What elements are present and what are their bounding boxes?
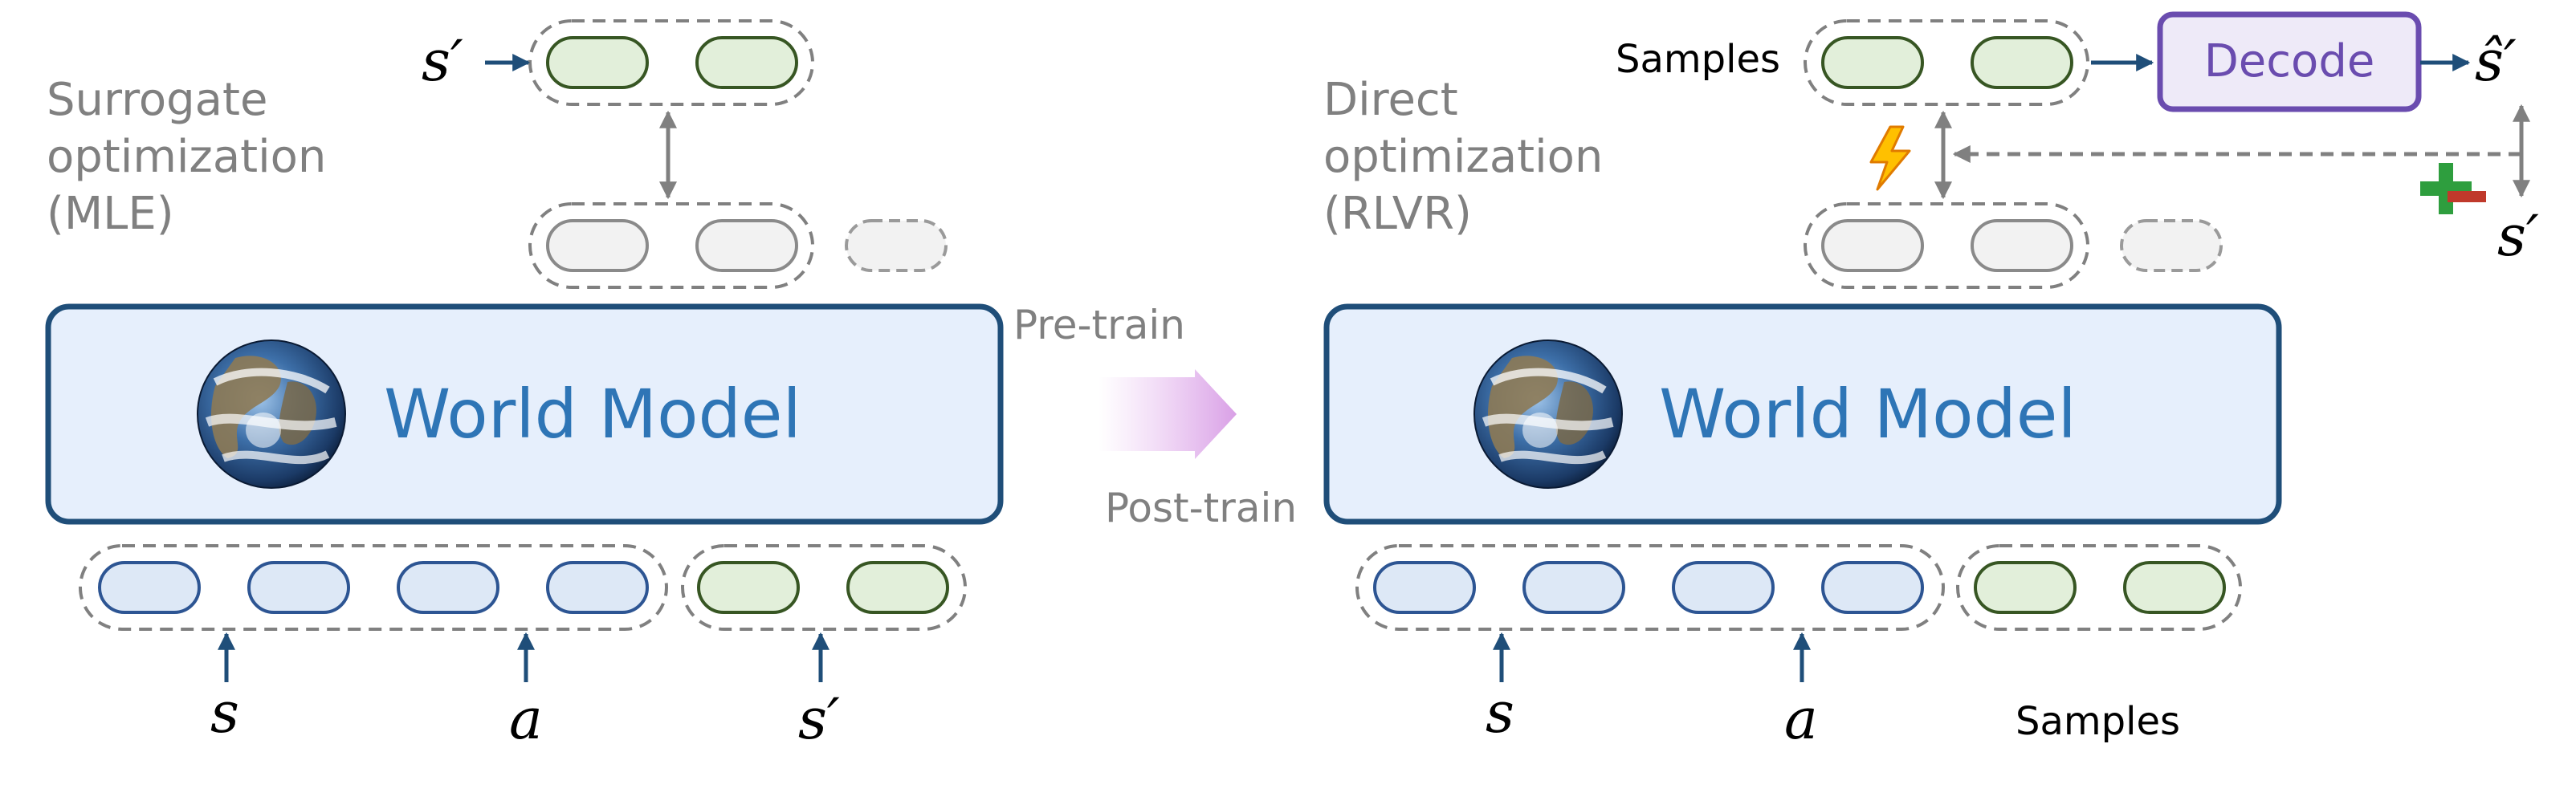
token-blue	[1373, 561, 1476, 614]
right-model-label: World Model	[1659, 375, 2077, 453]
left-prediction-group	[528, 202, 814, 289]
left-input-group	[79, 544, 668, 631]
token-blue	[1821, 561, 1924, 614]
token-blue	[546, 561, 649, 614]
state-symbol: s	[210, 680, 239, 746]
token-green	[546, 36, 649, 89]
token-gray-pending	[2120, 219, 2223, 272]
left-panel: Surrogate optimization (MLE) s′ World Mo…	[45, 19, 1004, 752]
target-symbol: s′	[2497, 203, 2539, 269]
token-blue	[247, 561, 350, 614]
token-green	[695, 36, 798, 89]
token-green	[697, 561, 800, 614]
pre-train-label: Pre-train	[1013, 302, 1185, 348]
token-gray	[695, 219, 798, 272]
earth-icon	[1474, 340, 1622, 488]
token-blue	[98, 561, 201, 614]
target-symbol: s′	[422, 28, 463, 94]
action-symbol: a	[1784, 686, 1818, 752]
token-gray	[1971, 219, 2073, 272]
token-blue	[1522, 561, 1625, 614]
action-symbol: a	[509, 686, 543, 752]
left-next-state-group	[681, 544, 967, 631]
transition-arrow	[1098, 369, 1237, 459]
token-green	[846, 561, 949, 614]
right-input-group	[1355, 544, 1945, 631]
token-green	[1971, 36, 2073, 89]
token-blue	[1672, 561, 1775, 614]
token-gray	[546, 219, 649, 272]
samples-top-label: Samples	[1616, 37, 1780, 82]
decoded-symbol: ŝ′	[2475, 28, 2517, 94]
state-symbol: s	[1486, 680, 1514, 746]
token-green	[2123, 561, 2226, 614]
plus-minus-icon	[2420, 163, 2486, 214]
post-train-label: Post-train	[1105, 485, 1297, 531]
right-prediction-group	[1804, 202, 2089, 289]
transition: Pre-train Post-train	[1013, 302, 1297, 531]
right-panel: Direct optimization (RLVR) Samples Decod…	[1323, 11, 2539, 752]
token-blue	[397, 561, 499, 614]
left-model-label: World Model	[384, 375, 801, 453]
token-gray	[1821, 219, 1924, 272]
token-green	[1974, 561, 2077, 614]
lightning-icon	[1869, 125, 1911, 191]
left-heading: Surrogate optimization (MLE)	[47, 74, 340, 240]
token-green	[1821, 36, 1924, 89]
right-samples-group	[1804, 19, 2089, 106]
samples-bottom-label: Samples	[2016, 699, 2180, 744]
right-samples-input-group	[1956, 544, 2242, 631]
decode-box	[2157, 11, 2422, 112]
earth-icon	[198, 340, 345, 488]
right-heading: Direct optimization (RLVR)	[1323, 74, 1617, 240]
decode-label: Decode	[2204, 35, 2375, 87]
next-state-symbol: s′	[798, 686, 840, 752]
token-gray-pending	[845, 219, 948, 272]
